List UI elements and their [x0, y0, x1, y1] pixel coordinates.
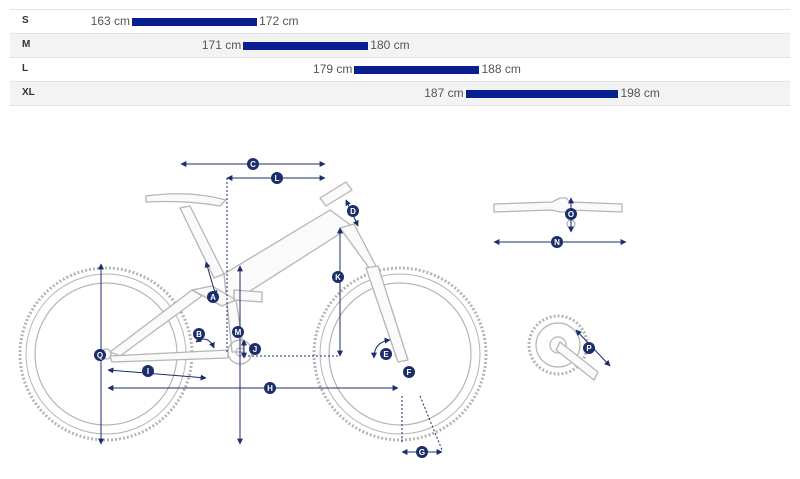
size-max-height: 180 cm — [370, 38, 410, 52]
size-row-xl: XL 187 cm 198 cm — [10, 81, 790, 106]
marker-circle — [207, 291, 219, 303]
dimension-marker-e: E — [380, 348, 392, 360]
marker-circle — [94, 349, 106, 361]
size-min-height: 163 cm — [90, 14, 130, 28]
size-range-bar — [465, 90, 619, 98]
size-table: S 163 cm 172 cm M 171 cm 180 cm L 179 cm 188 cm X… — [10, 9, 790, 106]
marker-circle — [380, 348, 392, 360]
size-min-height: 179 cm — [313, 62, 353, 76]
marker-circle — [142, 365, 154, 377]
marker-letter: M — [235, 328, 242, 337]
dimension-marker-m: M — [232, 326, 244, 338]
marker-letter: A — [210, 293, 216, 302]
size-row-s: S 163 cm 172 cm — [10, 9, 790, 33]
size-min-height: 171 cm — [201, 38, 242, 52]
size-row-m: M 171 cm 180 cm — [10, 33, 790, 57]
dimension-marker-n: N — [551, 236, 563, 248]
dimension-marker-i: I — [142, 365, 154, 377]
marker-letter: O — [568, 210, 574, 219]
dimension-marker-k: K — [332, 271, 344, 283]
size-row-l: L 179 cm 188 cm — [10, 57, 790, 81]
dimension-marker-b: B — [193, 328, 205, 340]
dimension-marker-q: Q — [94, 349, 106, 361]
marker-letter: C — [250, 160, 256, 169]
marker-circle — [264, 382, 276, 394]
size-label: S — [22, 15, 29, 26]
marker-letter: F — [407, 368, 412, 377]
marker-letter: H — [267, 384, 273, 393]
size-range-bar — [132, 18, 258, 26]
dimension-marker-j: J — [249, 343, 261, 355]
handlebar-top-view — [493, 197, 623, 229]
dimension-marker-a: A — [207, 291, 219, 303]
size-label: L — [22, 63, 29, 74]
marker-circle — [232, 326, 244, 338]
marker-letter: D — [350, 207, 356, 216]
marker-circle — [271, 172, 283, 184]
marker-circle — [332, 271, 344, 283]
marker-letter: P — [586, 344, 592, 353]
front-wheel — [312, 266, 488, 442]
size-max-height: 198 cm — [620, 86, 660, 100]
dimension-marker-g: G — [416, 446, 428, 458]
size-range-bar — [243, 42, 369, 50]
marker-letter: K — [335, 273, 341, 282]
marker-circle — [565, 208, 577, 220]
marker-circle — [347, 205, 359, 217]
marker-letter: Q — [97, 351, 103, 360]
size-label: XL — [22, 87, 35, 98]
dimension-marker-h: H — [264, 382, 276, 394]
size-label: M — [22, 39, 31, 50]
dimension-markers: A B C D E F G H I J K L M N O P Q — [94, 158, 595, 458]
marker-letter: B — [196, 330, 202, 339]
marker-letter: L — [275, 174, 280, 183]
marker-circle — [416, 446, 428, 458]
marker-circle — [193, 328, 205, 340]
marker-letter: G — [419, 448, 425, 457]
dimension-marker-c: C — [247, 158, 259, 170]
marker-circle — [249, 343, 261, 355]
bike-geometry-diagram: A B C D E F G H I J K L M N O P Q — [18, 158, 627, 458]
marker-letter: I — [147, 367, 149, 376]
marker-circle — [403, 366, 415, 378]
marker-letter: N — [554, 238, 560, 247]
marker-circle — [551, 236, 563, 248]
dimension-marker-p: P — [583, 342, 595, 354]
dimension-marker-d: D — [347, 205, 359, 217]
size-max-height: 188 cm — [481, 62, 521, 76]
dimension-marker-f: F — [403, 366, 415, 378]
size-range-bar — [354, 66, 480, 74]
marker-letter: J — [253, 345, 257, 354]
marker-letter: E — [383, 350, 389, 359]
marker-circle — [583, 342, 595, 354]
marker-circle — [247, 158, 259, 170]
dimension-marker-o: O — [565, 208, 577, 220]
size-min-height: 187 cm — [424, 86, 464, 100]
size-max-height: 172 cm — [259, 14, 299, 28]
bike-frame — [109, 181, 409, 363]
dimension-marker-l: L — [271, 172, 283, 184]
